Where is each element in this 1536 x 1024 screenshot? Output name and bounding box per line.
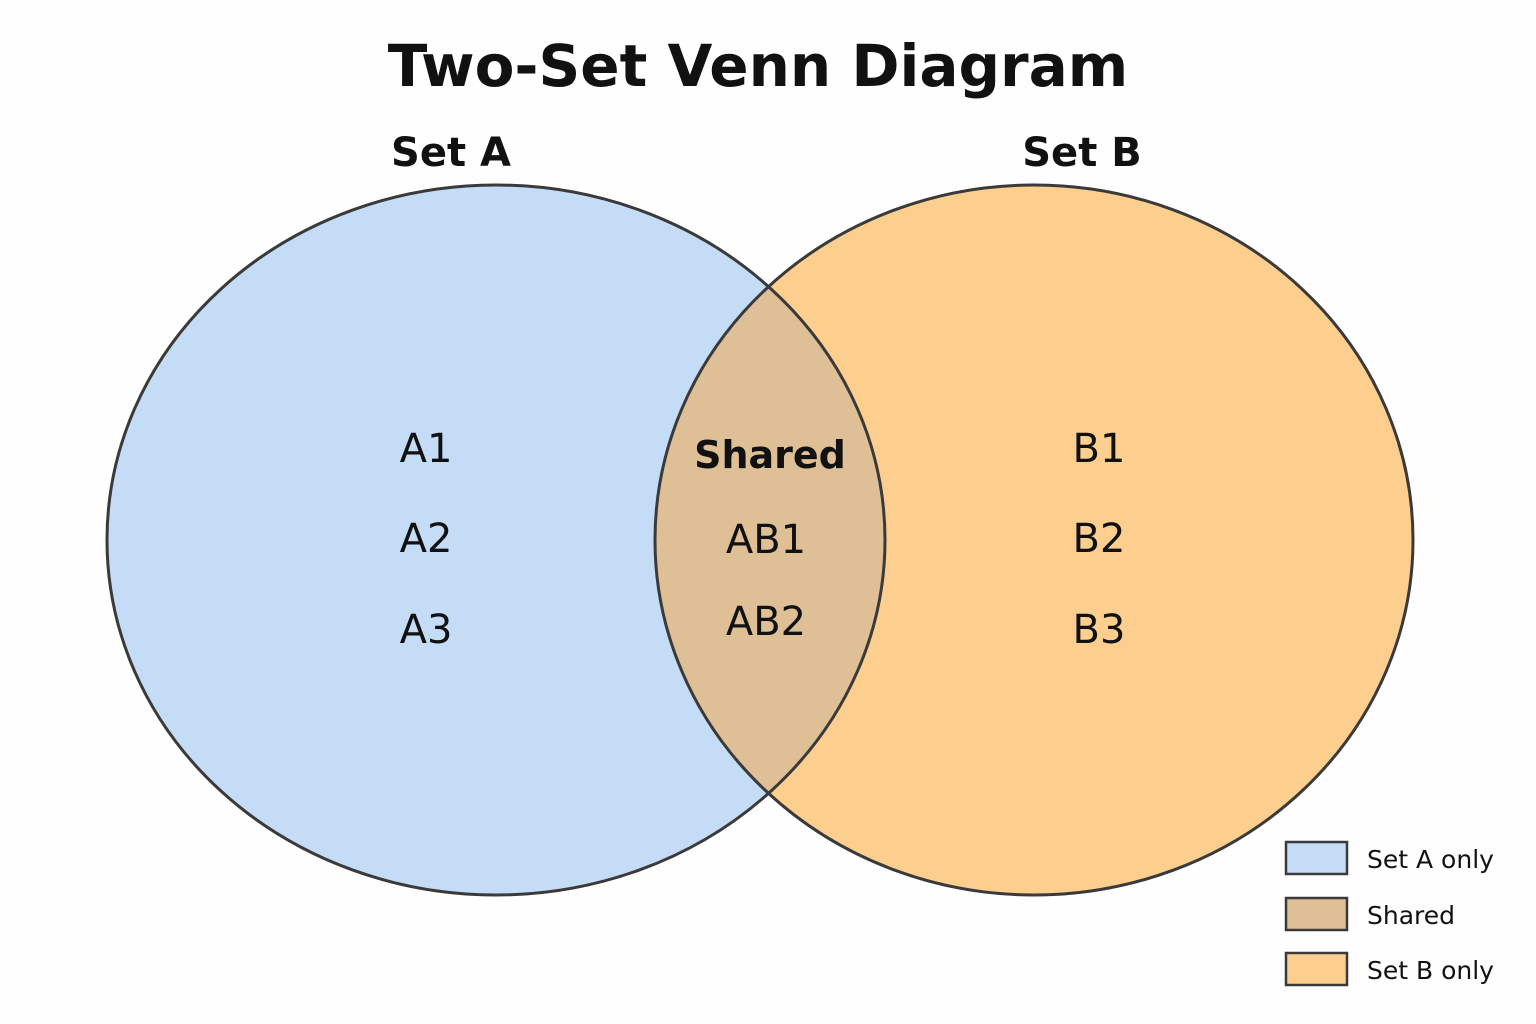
intersection-item: AB2 [726,599,806,645]
legend-swatch-set-b [1284,951,1349,987]
set-a-item: A3 [400,607,453,653]
intersection-item: AB1 [726,517,806,563]
legend-label-shared: Shared [1367,901,1455,930]
legend-swatch-shared [1284,896,1349,932]
set-a-item: A2 [400,516,453,562]
set-a-outline [105,183,887,897]
legend: Set A only Shared Set B only [1284,840,1494,987]
set-b-item: B2 [1073,516,1126,562]
set-a-label: Set A [391,130,511,176]
diagram-title: Two-Set Venn Diagram [388,32,1128,100]
intersection-label: Shared [694,433,846,477]
legend-label-set-a: Set A only [1367,845,1494,874]
set-a-circle [107,185,885,895]
set-b-item: B3 [1073,607,1126,653]
set-b-label: Set B [1022,130,1141,176]
set-b-item: B1 [1073,426,1126,472]
set-b-circle [655,185,1413,895]
legend-label-set-b: Set B only [1367,956,1494,985]
legend-swatch-set-a [1284,840,1349,876]
set-b-outline [653,183,1415,897]
set-a-item: A1 [400,426,453,472]
